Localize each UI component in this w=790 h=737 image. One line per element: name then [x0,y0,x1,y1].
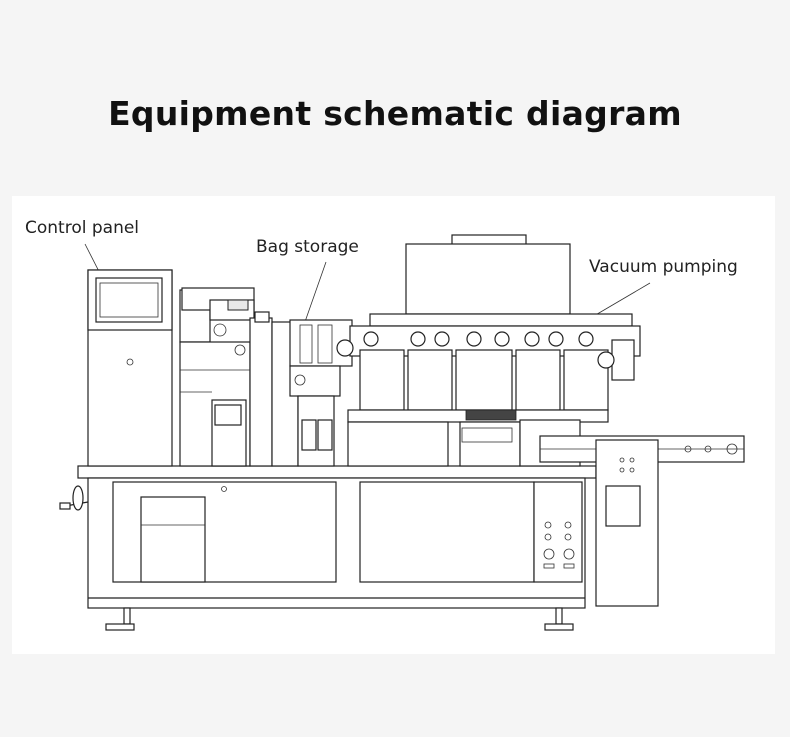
discharge-conveyor [539,435,745,607]
vacuum-pumping-unit [336,234,641,467]
label-control-panel: Control panel [25,218,140,238]
machine-base [59,465,597,631]
control-panel-unit [87,269,173,467]
label-vacuum-pumping: Vacuum pumping [589,257,738,277]
bag-storage-unit [179,287,353,467]
label-bag-storage: Bag storage [256,237,359,257]
diagram-title: Equipment schematic diagram [108,94,682,133]
